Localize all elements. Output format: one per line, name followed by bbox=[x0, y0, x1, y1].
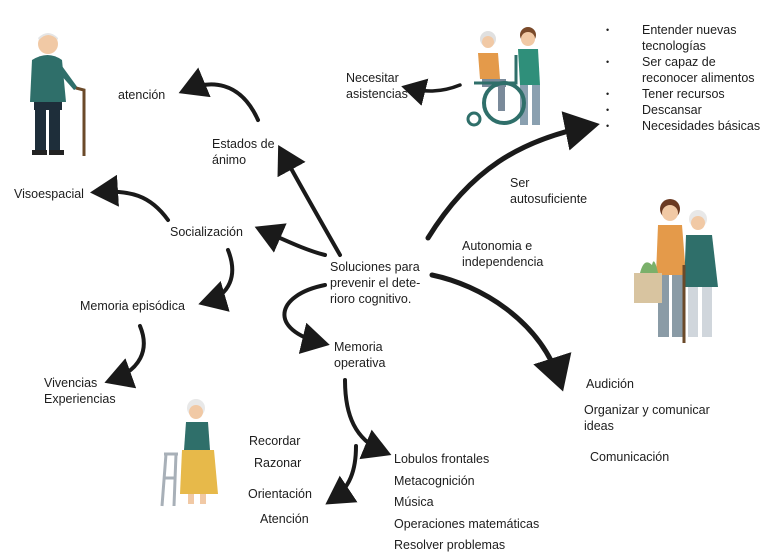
center-title: Soluciones para prevenir el dete- rioro … bbox=[330, 260, 421, 306]
arrow-to-vivencias bbox=[104, 324, 146, 389]
node-socializacion: Socialización bbox=[170, 225, 243, 239]
needs-item: Necesidades básicas bbox=[600, 118, 770, 134]
lobulos-item: Metacognición bbox=[394, 473, 475, 488]
node-necesitar-asistencias: Necesitar asistencias bbox=[346, 71, 408, 101]
needs-item: Tener recursos bbox=[600, 86, 770, 102]
elderly-man-cane-icon bbox=[30, 33, 86, 156]
node-organizar: Organizar y comunicar ideas bbox=[584, 403, 710, 433]
arrow-to-memoria-operativa bbox=[282, 283, 330, 354]
arrow-to-memoria-episodica bbox=[198, 248, 235, 312]
arrow-to-socializacion bbox=[254, 223, 327, 257]
lobulos-item: Música bbox=[394, 495, 434, 509]
node-razonar: Razonar bbox=[254, 456, 302, 470]
node-vivencias: Vivencias Experiencias bbox=[44, 376, 116, 406]
needs-item-text: Tener recursos bbox=[642, 87, 725, 101]
wheelchair-caregiver-icon bbox=[466, 27, 540, 127]
needs-item-text: Ser capaz de reconocer alimentos bbox=[642, 55, 755, 85]
lobulos-list: Lobulos frontales Metacognición Música O… bbox=[394, 449, 539, 557]
arrow-to-lobulos bbox=[343, 378, 392, 460]
needs-list: Entender nuevas tecnologías Ser capaz de… bbox=[600, 22, 770, 134]
node-ser-autosuficiente: Ser autosuficiente bbox=[510, 176, 588, 206]
lobulos-item: Operaciones matemáticas bbox=[394, 516, 540, 531]
node-autonomia: Autonomia e independencia bbox=[462, 239, 544, 269]
arrow-to-asistencias bbox=[401, 78, 462, 106]
node-atencion-top: atención bbox=[118, 88, 166, 102]
elderly-woman-walker-icon bbox=[160, 399, 218, 507]
needs-item-text: Descansar bbox=[642, 103, 702, 117]
node-atencion-bottom: Atención bbox=[260, 512, 309, 526]
arrow-to-comunicacion bbox=[429, 272, 572, 392]
arrow-to-atencion bbox=[178, 67, 260, 122]
node-recordar: Recordar bbox=[249, 434, 301, 448]
needs-item-text: Entender nuevas tecnologías bbox=[642, 23, 737, 53]
node-audicion: Audición bbox=[586, 377, 634, 391]
needs-item: Entender nuevas tecnologías bbox=[600, 22, 770, 54]
needs-item-text: Necesidades básicas bbox=[642, 119, 761, 133]
lobulos-item: Resolver problemas bbox=[394, 538, 506, 552]
node-memoria-episodica: Memoria episódica bbox=[80, 299, 185, 313]
arrow-to-orientacion bbox=[325, 444, 358, 505]
needs-item: Ser capaz de reconocer alimentos bbox=[600, 54, 770, 86]
node-visoespacial: Visoespacial bbox=[14, 187, 84, 201]
arrow-to-needs bbox=[425, 111, 600, 241]
node-orientacion: Orientación bbox=[248, 487, 312, 501]
arrow-to-estados bbox=[277, 144, 342, 257]
lobulos-item: Lobulos frontales bbox=[394, 452, 490, 466]
women-walking-icon bbox=[634, 199, 718, 343]
node-estados-animo: Estados de ánimo bbox=[212, 137, 275, 167]
node-comunicacion: Comunicación bbox=[590, 450, 670, 464]
needs-item: Descansar bbox=[600, 102, 770, 118]
node-memoria-operativa: Memoria operativa bbox=[334, 340, 386, 370]
arrow-to-visoespacial bbox=[90, 174, 170, 222]
